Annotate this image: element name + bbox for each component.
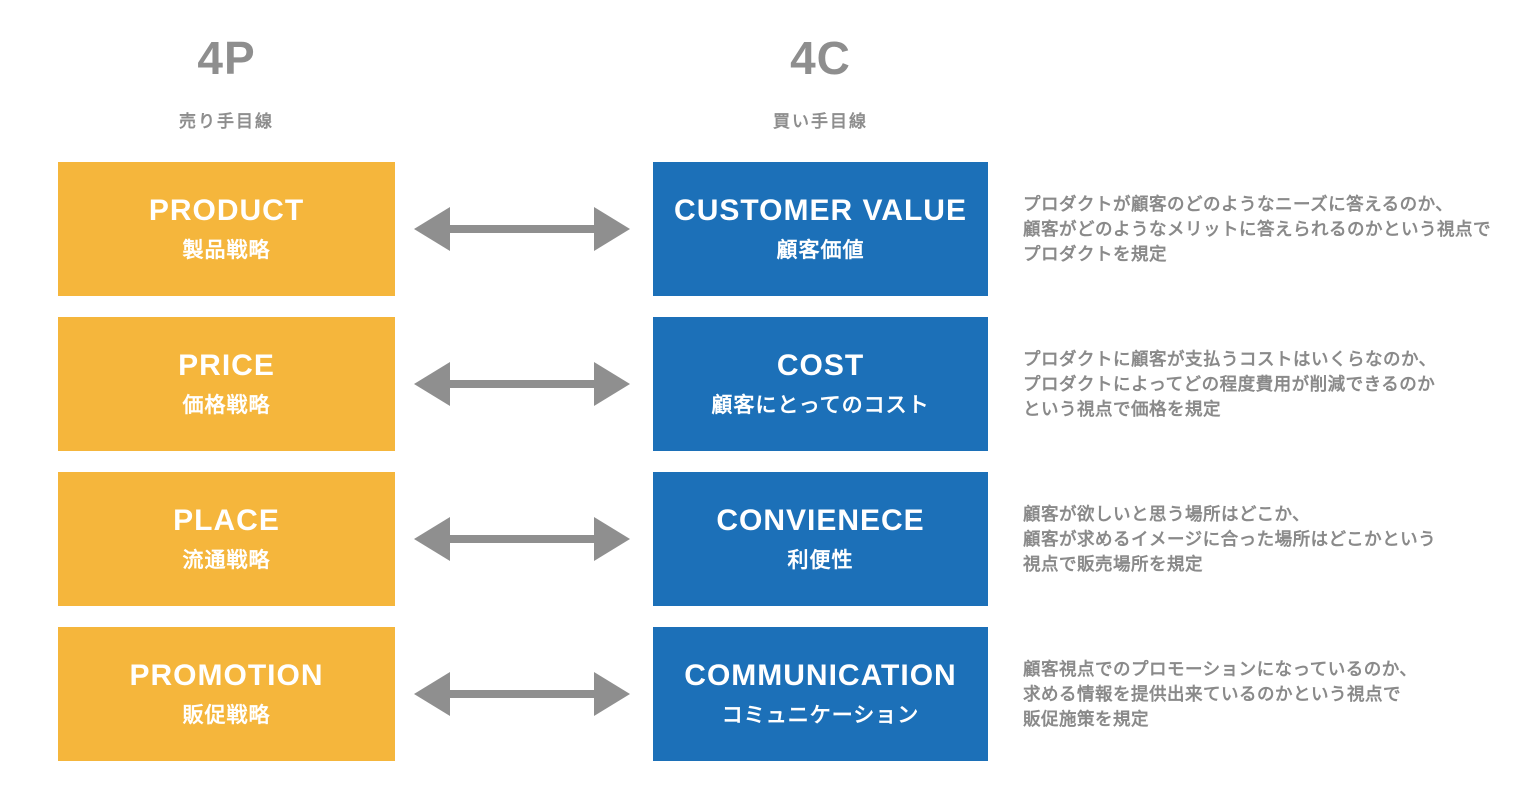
row-description-text: プロダクトが顧客のどのようなニーズに答えるのか、 顧客がどのようなメリットに答え… [1023,193,1491,264]
c-box-cost: COST 顧客にとってのコスト [653,317,988,451]
p-box-title: PROMOTION [129,659,324,693]
framework-row-price: PRICE 価格戦略 COST 顧客にとってのコスト プロダクトに顧客が支払うコ… [0,317,1536,451]
column-header-4p: 4P 売り手目線 [58,34,395,132]
p-box-title: PRODUCT [148,194,305,228]
p-box-place: PLACE 流通戦略 [58,472,395,606]
c-box-title: COMMUNICATION [684,659,957,693]
c-box-title: COST [776,349,865,383]
row-description: 顧客視点でのプロモーションになっているのか、 求める情報を提供出来ているのかとい… [1023,627,1523,761]
row-description-text: 顧客が欲しいと思う場所はどこか、 顧客が求めるイメージに合った場所はどこかという… [1023,503,1437,574]
c-box-title: CUSTOMER VALUE [674,194,967,228]
column-subheading-seller: 売り手目線 [179,112,274,132]
double-arrow-icon [414,517,630,561]
p-box-product: PRODUCT 製品戦略 [58,162,395,296]
c-box-subtitle: 顧客価値 [776,238,865,262]
double-arrow-icon [414,362,630,406]
double-arrow-icon [414,672,630,716]
framework-row-place: PLACE 流通戦略 CONVIENECE 利便性 顧客が欲しいと思う場所はどこ… [0,472,1536,606]
c-box-title: CONVIENECE [716,504,925,538]
column-subheading-buyer: 買い手目線 [773,112,868,132]
p-box-promotion: PROMOTION 販促戦略 [58,627,395,761]
c-box-communication: COMMUNICATION コミュニケーション [653,627,988,761]
c-box-subtitle: コミュニケーション [721,703,920,727]
c-box-convenience: CONVIENECE 利便性 [653,472,988,606]
c-box-subtitle: 顧客にとってのコスト [711,393,930,417]
c-box-subtitle: 利便性 [787,548,854,572]
p-box-subtitle: 価格戦略 [182,393,271,417]
double-arrow-icon [414,207,630,251]
p-box-subtitle: 製品戦略 [182,238,271,262]
c-box-customer-value: CUSTOMER VALUE 顧客価値 [653,162,988,296]
row-description-text: プロダクトに顧客が支払うコストはいくらなのか、 プロダクトによってどの程度費用が… [1023,348,1437,419]
column-heading-4c: 4C [790,32,851,84]
row-description-text: 顧客視点でのプロモーションになっているのか、 求める情報を提供出来ているのかとい… [1023,658,1418,729]
row-description: プロダクトが顧客のどのようなニーズに答えるのか、 顧客がどのようなメリットに答え… [1023,162,1523,296]
column-heading-4p: 4P [197,32,256,84]
row-description: 顧客が欲しいと思う場所はどこか、 顧客が求めるイメージに合った場所はどこかという… [1023,472,1523,606]
p-box-subtitle: 流通戦略 [182,548,271,572]
row-description: プロダクトに顧客が支払うコストはいくらなのか、 プロダクトによってどの程度費用が… [1023,317,1523,451]
framework-row-promotion: PROMOTION 販促戦略 COMMUNICATION コミュニケーション 顧… [0,627,1536,761]
p-box-title: PRICE [178,349,275,383]
p-box-title: PLACE [173,504,280,538]
p-box-subtitle: 販促戦略 [182,703,271,727]
p-box-price: PRICE 価格戦略 [58,317,395,451]
framework-row-product: PRODUCT 製品戦略 CUSTOMER VALUE 顧客価値 プロダクトが顧… [0,162,1536,296]
column-header-4c: 4C 買い手目線 [653,34,988,132]
